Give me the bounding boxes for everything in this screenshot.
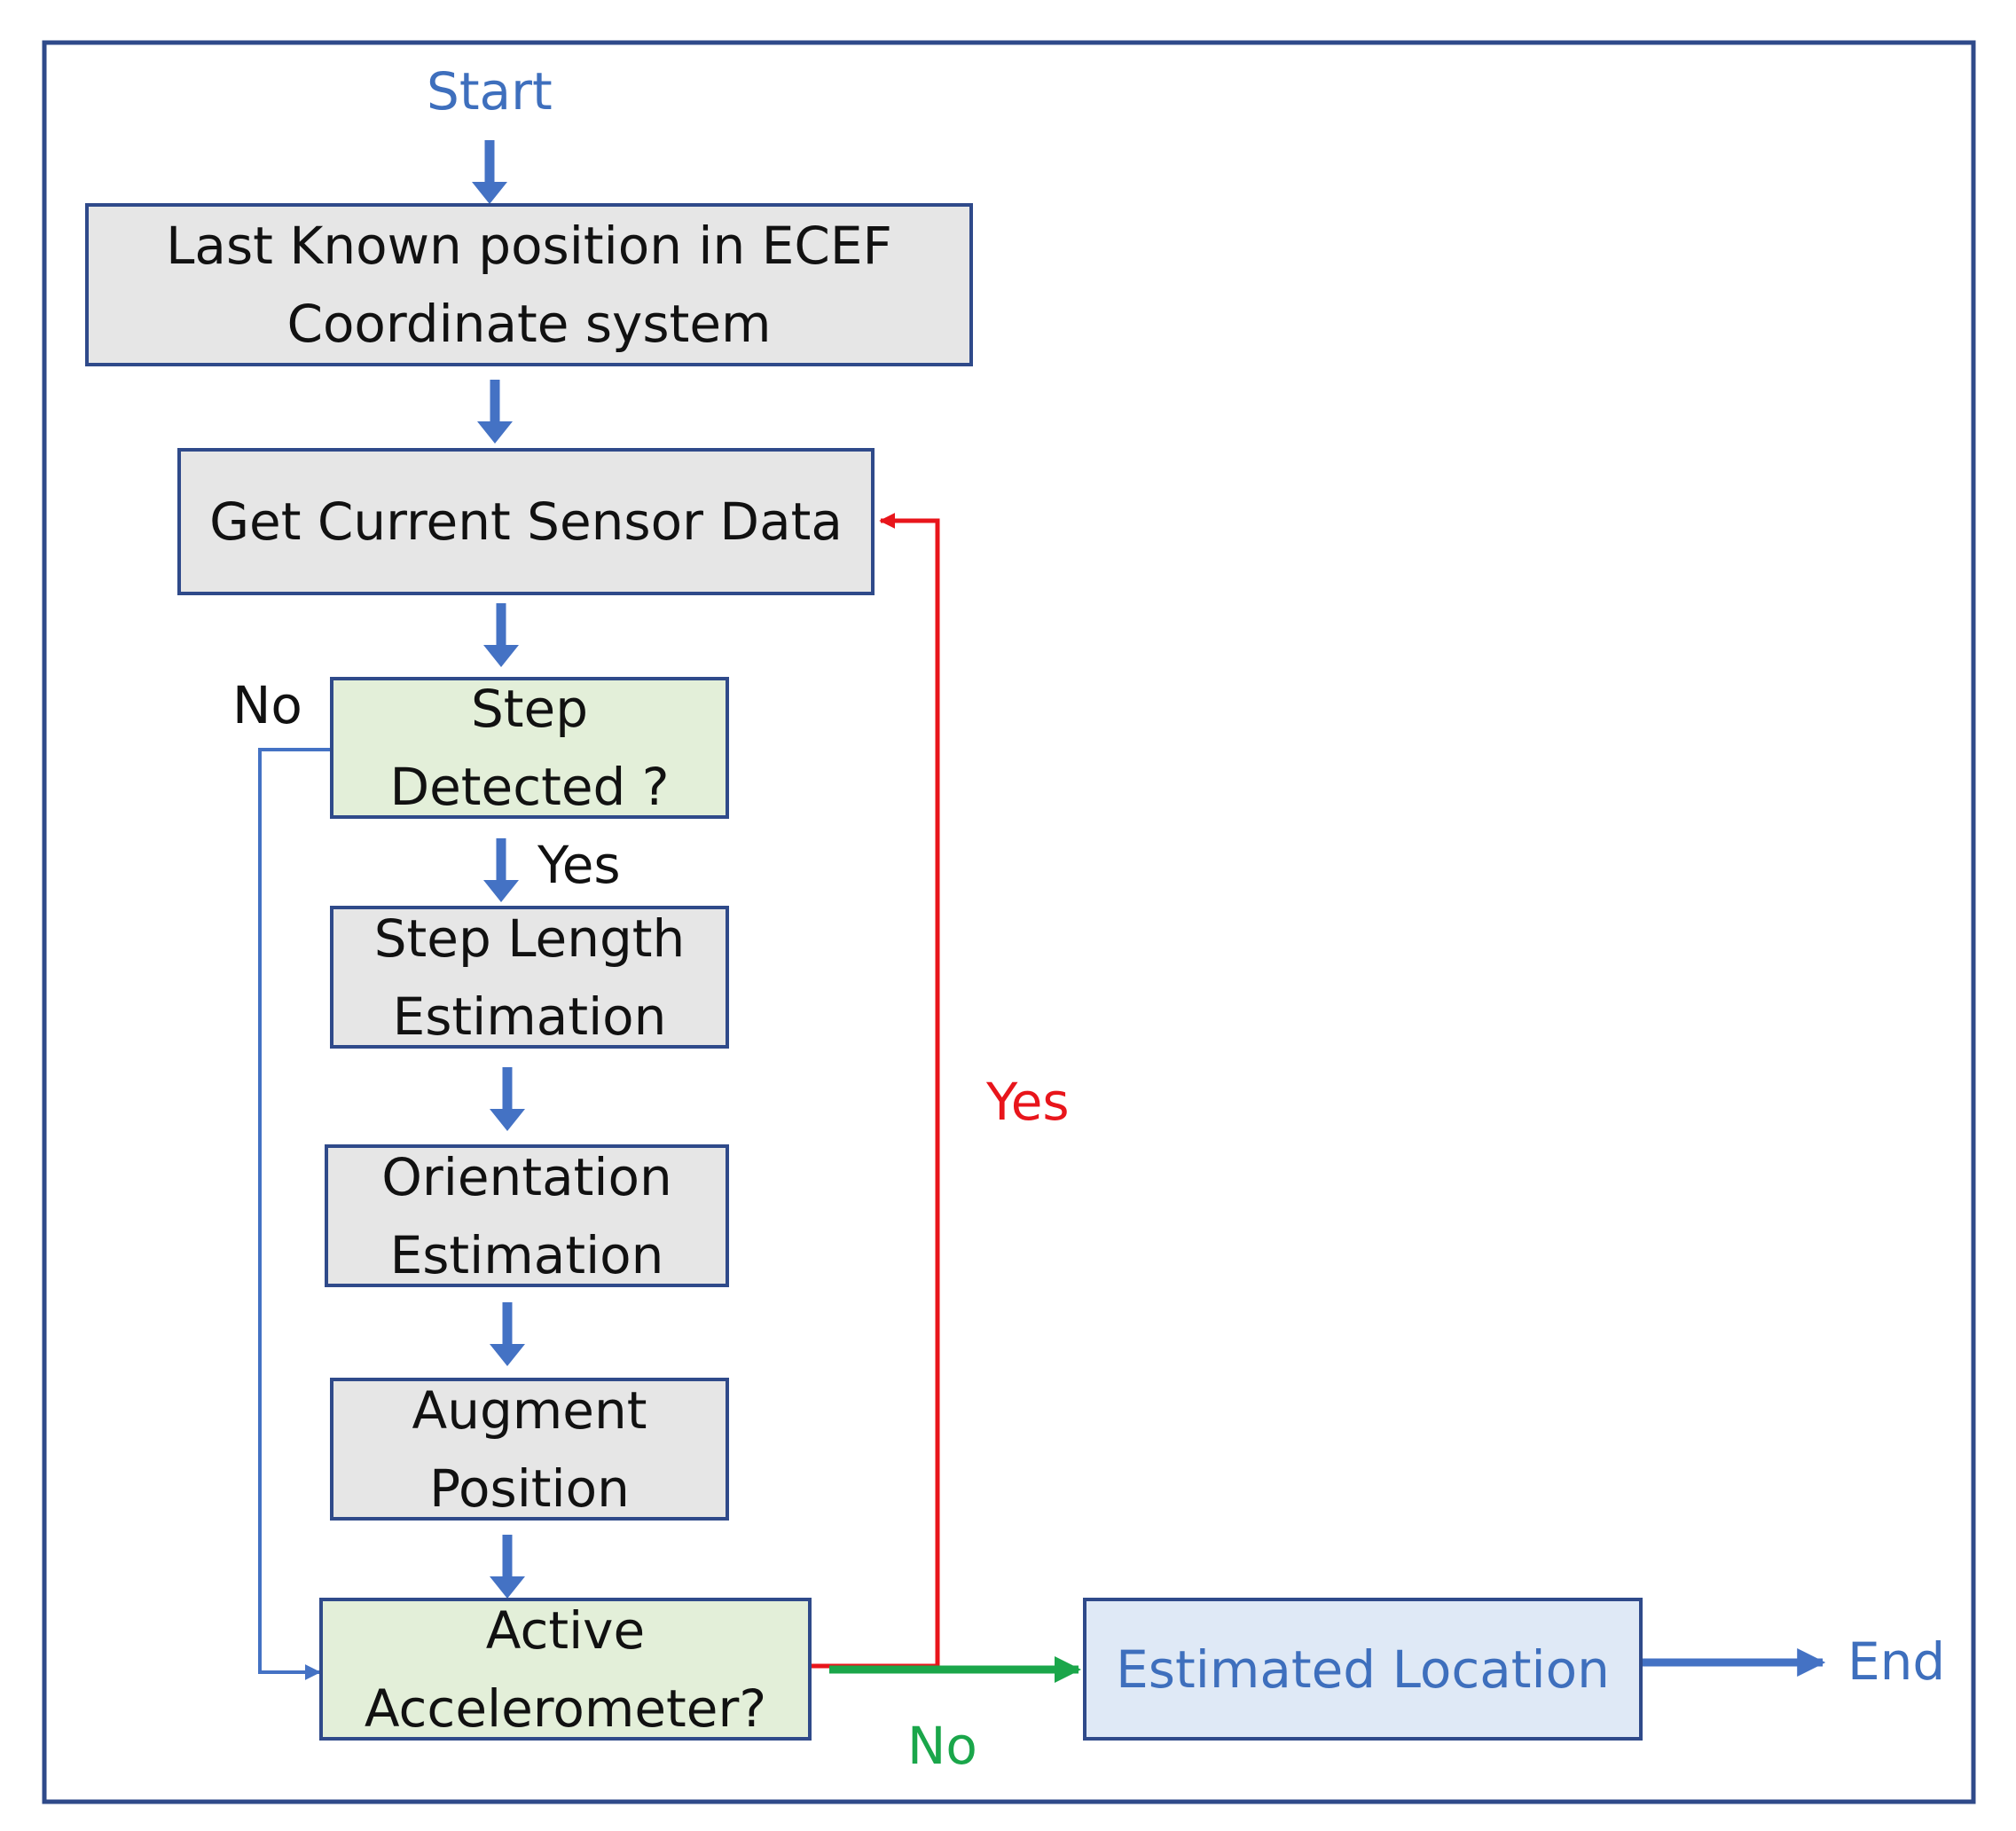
node-augment-position: Augment Position xyxy=(330,1378,729,1521)
node-text-line: Estimated Location xyxy=(1116,1638,1610,1700)
outer-frame xyxy=(42,40,1976,1804)
node-text-line: Step xyxy=(470,679,589,739)
node-text-line: Step Length xyxy=(373,908,686,969)
node-text-line: Last Known position in ECEF xyxy=(166,216,892,276)
arrow-step-to-length xyxy=(483,838,519,902)
edge-label-step-no: No xyxy=(232,675,302,735)
connector-step-no xyxy=(258,748,332,1680)
arrow-orientation-to-augment xyxy=(490,1302,525,1366)
node-active-accelerometer: Active Accelerometer? xyxy=(319,1598,812,1741)
node-last-known-position: Last Known position in ECEF Coordinate s… xyxy=(85,203,973,366)
node-text-line: Accelerometer? xyxy=(364,1678,767,1739)
arrow-length-to-orientation xyxy=(490,1067,525,1131)
node-text-line: Detected ? xyxy=(389,757,670,817)
node-text-line: Estimation xyxy=(389,1224,664,1285)
arrow-start-to-last-known xyxy=(472,140,507,204)
node-get-current-sensor-data: Get Current Sensor Data xyxy=(177,448,875,595)
edge-label-step-yes: Yes xyxy=(537,835,621,895)
node-orientation-estimation: Orientation Estimation xyxy=(325,1144,729,1287)
start-label: Start xyxy=(427,61,553,122)
node-estimated-location: Estimated Location xyxy=(1083,1598,1643,1741)
node-text-line: Active xyxy=(485,1599,646,1661)
node-step-length-estimation: Step Length Estimation xyxy=(330,906,729,1049)
connector-accel-yes-loop xyxy=(812,513,940,1669)
node-text-line: Coordinate system xyxy=(286,294,772,354)
node-text-line: Estimation xyxy=(392,986,667,1047)
node-step-detected: Step Detected ? xyxy=(330,677,729,819)
edge-label-accel-yes: Yes xyxy=(986,1072,1070,1132)
node-text-line: Orientation xyxy=(381,1146,672,1207)
arrow-augment-to-accel xyxy=(490,1535,525,1599)
node-text-line: Get Current Sensor Data xyxy=(209,491,843,552)
node-text-line: Position xyxy=(429,1458,630,1519)
arrow-sensor-to-step xyxy=(483,603,519,667)
end-label: End xyxy=(1847,1631,1946,1692)
edge-label-accel-no: No xyxy=(907,1716,977,1776)
arrow-last-known-to-sensor xyxy=(477,380,513,444)
node-text-line: Augment xyxy=(412,1379,647,1441)
